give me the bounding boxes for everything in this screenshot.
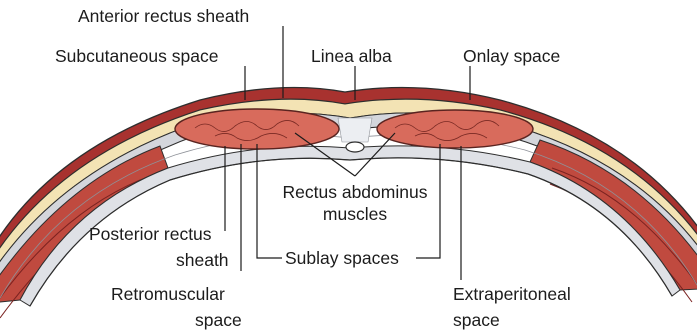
label-rectus-abdominus-muscles-line1: Rectus abdominus: [283, 182, 428, 202]
label-onlay-space: Onlay space: [463, 46, 560, 66]
label-posterior-rectus-sheath-line1: Posterior rectus: [89, 224, 212, 244]
umbilical-remnant: [346, 142, 364, 152]
label-linea-alba: Linea alba: [311, 46, 392, 66]
rectus-muscle-right: [377, 110, 533, 148]
label-posterior-rectus-sheath-line2: sheath: [176, 250, 229, 270]
label-anterior-rectus-sheath: Anterior rectus sheath: [78, 6, 249, 26]
label-retromuscular-space-line1: Retromuscular: [111, 284, 225, 304]
rectus-muscle-left: [175, 109, 339, 149]
label-rectus-abdominus-muscles-line2: muscles: [323, 204, 387, 224]
linea-alba-region: [338, 118, 372, 142]
label-subcutaneous-space: Subcutaneous space: [55, 46, 218, 66]
label-sublay-spaces: Sublay spaces: [285, 248, 399, 268]
label-extraperitoneal-space-line2: space: [453, 310, 500, 330]
label-retromuscular-space-line2: space: [195, 310, 242, 330]
label-extraperitoneal-space-line1: Extraperitoneal: [453, 284, 571, 304]
